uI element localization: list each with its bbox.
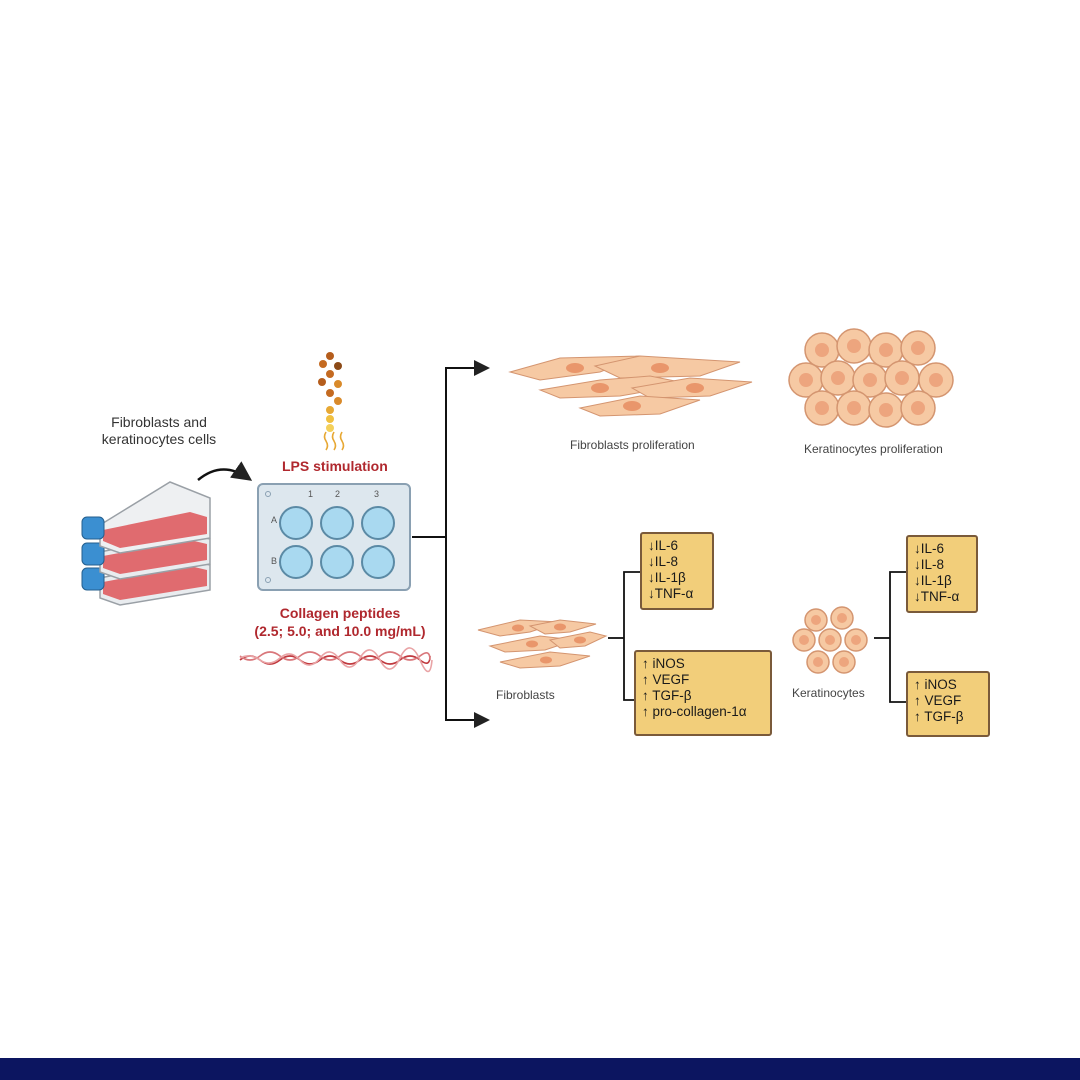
marker-item: ↓IL-8: [648, 554, 679, 569]
keratinocyte-nucleus: [839, 657, 849, 667]
keratinocyte-nucleus: [851, 635, 861, 645]
marker-item: ↓IL-6: [648, 538, 679, 553]
marker-item: ↑ TGF-β: [914, 709, 964, 724]
marker-item: ↓IL-1β: [648, 570, 686, 585]
marker-item: ↑ iNOS: [642, 656, 685, 671]
keratinocyte-nucleus: [811, 615, 821, 625]
keratinocytes-label: Keratinocytes: [792, 686, 865, 700]
keratinocyte-nucleus: [879, 403, 893, 417]
keratinocytes-downregulated-box: ↓IL-6 ↓IL-8 ↓IL-1β ↓TNF-α: [906, 535, 978, 613]
marker-item: ↑ VEGF: [914, 693, 962, 708]
keratinocyte-nucleus: [929, 373, 943, 387]
collagen-peptides-label: Collagen peptides (2.5; 5.0; and 10.0 mg…: [240, 604, 440, 640]
keratinocytes-icon: [792, 606, 868, 674]
keratinocyte-nucleus: [863, 373, 877, 387]
marker-item: ↓TNF-α: [914, 589, 960, 604]
keratinocyte-nucleus: [815, 343, 829, 357]
keratinocyte-nucleus: [825, 635, 835, 645]
input-label-line2: keratinocytes cells: [101, 431, 217, 447]
fibroblasts-icon: [477, 619, 608, 669]
lps-stimulation-label: LPS stimulation: [282, 458, 388, 474]
keratinocyte-nucleus: [911, 401, 925, 415]
marker-item: ↓IL-8: [914, 557, 945, 572]
fibroblasts-proliferation-label: Fibroblasts proliferation: [570, 438, 695, 452]
keratinocytes-upregulated-box: ↑ iNOS ↑ VEGF ↑ TGF-β: [906, 671, 990, 737]
input-label-line1: Fibroblasts and: [111, 414, 207, 430]
plate-row-b: B: [271, 556, 278, 566]
keratinocyte-nucleus: [879, 343, 893, 357]
collagen-concentration: (2.5; 5.0; and 10.0 mg/mL): [254, 623, 426, 639]
keratinocyte-nucleus: [837, 613, 847, 623]
marker-item: ↑ iNOS: [914, 677, 957, 692]
footer-bar: [0, 1058, 1080, 1080]
plate-col-1: 1: [308, 489, 314, 499]
keratinocyte-nucleus: [799, 635, 809, 645]
keratinocyte-nucleus: [813, 657, 823, 667]
fibroblasts-label: Fibroblasts: [496, 688, 555, 702]
keratinocytes-proliferation-icon: [788, 328, 954, 428]
fibroblasts-proliferation-icon: [508, 355, 753, 417]
keratinocyte-nucleus: [815, 401, 829, 415]
branch-connector: [412, 360, 490, 728]
keratinocyte-nucleus: [831, 371, 845, 385]
input-arrow: [197, 461, 253, 481]
fibroblasts-downregulated-box: ↓IL-6 ↓IL-8 ↓IL-1β ↓TNF-α: [640, 532, 714, 610]
plate-col-2: 2: [335, 489, 341, 499]
keratinocytes-connector: [874, 571, 906, 703]
marker-item: ↑ VEGF: [642, 672, 690, 687]
keratinocyte-nucleus: [847, 339, 861, 353]
fibroblasts-connector: [608, 571, 640, 701]
marker-item: ↑ pro-collagen-1α: [642, 704, 747, 719]
marker-item: ↓IL-1β: [914, 573, 952, 588]
keratinocyte-nucleus: [895, 371, 909, 385]
marker-item: ↓TNF-α: [648, 586, 694, 601]
marker-item: ↓IL-6: [914, 541, 945, 556]
culture-flasks-icon: [81, 481, 211, 606]
lps-molecule-icon: [318, 352, 345, 451]
keratinocyte-nucleus: [911, 341, 925, 355]
collagen-helix-icon: [239, 647, 433, 673]
keratinocyte-nucleus: [847, 401, 861, 415]
plate-row-a: A: [271, 515, 278, 525]
marker-item: ↑ TGF-β: [642, 688, 692, 703]
input-cells-label: Fibroblasts and keratinocytes cells: [96, 414, 222, 448]
collagen-label: Collagen peptides: [279, 605, 401, 621]
well-plate-icon: [257, 483, 411, 591]
keratinocyte-nucleus: [799, 373, 813, 387]
fibroblasts-upregulated-box: ↑ iNOS ↑ VEGF ↑ TGF-β ↑ pro-collagen-1α: [634, 650, 772, 736]
plate-col-3: 3: [374, 489, 380, 499]
keratinocytes-proliferation-label: Keratinocytes proliferation: [804, 442, 943, 456]
